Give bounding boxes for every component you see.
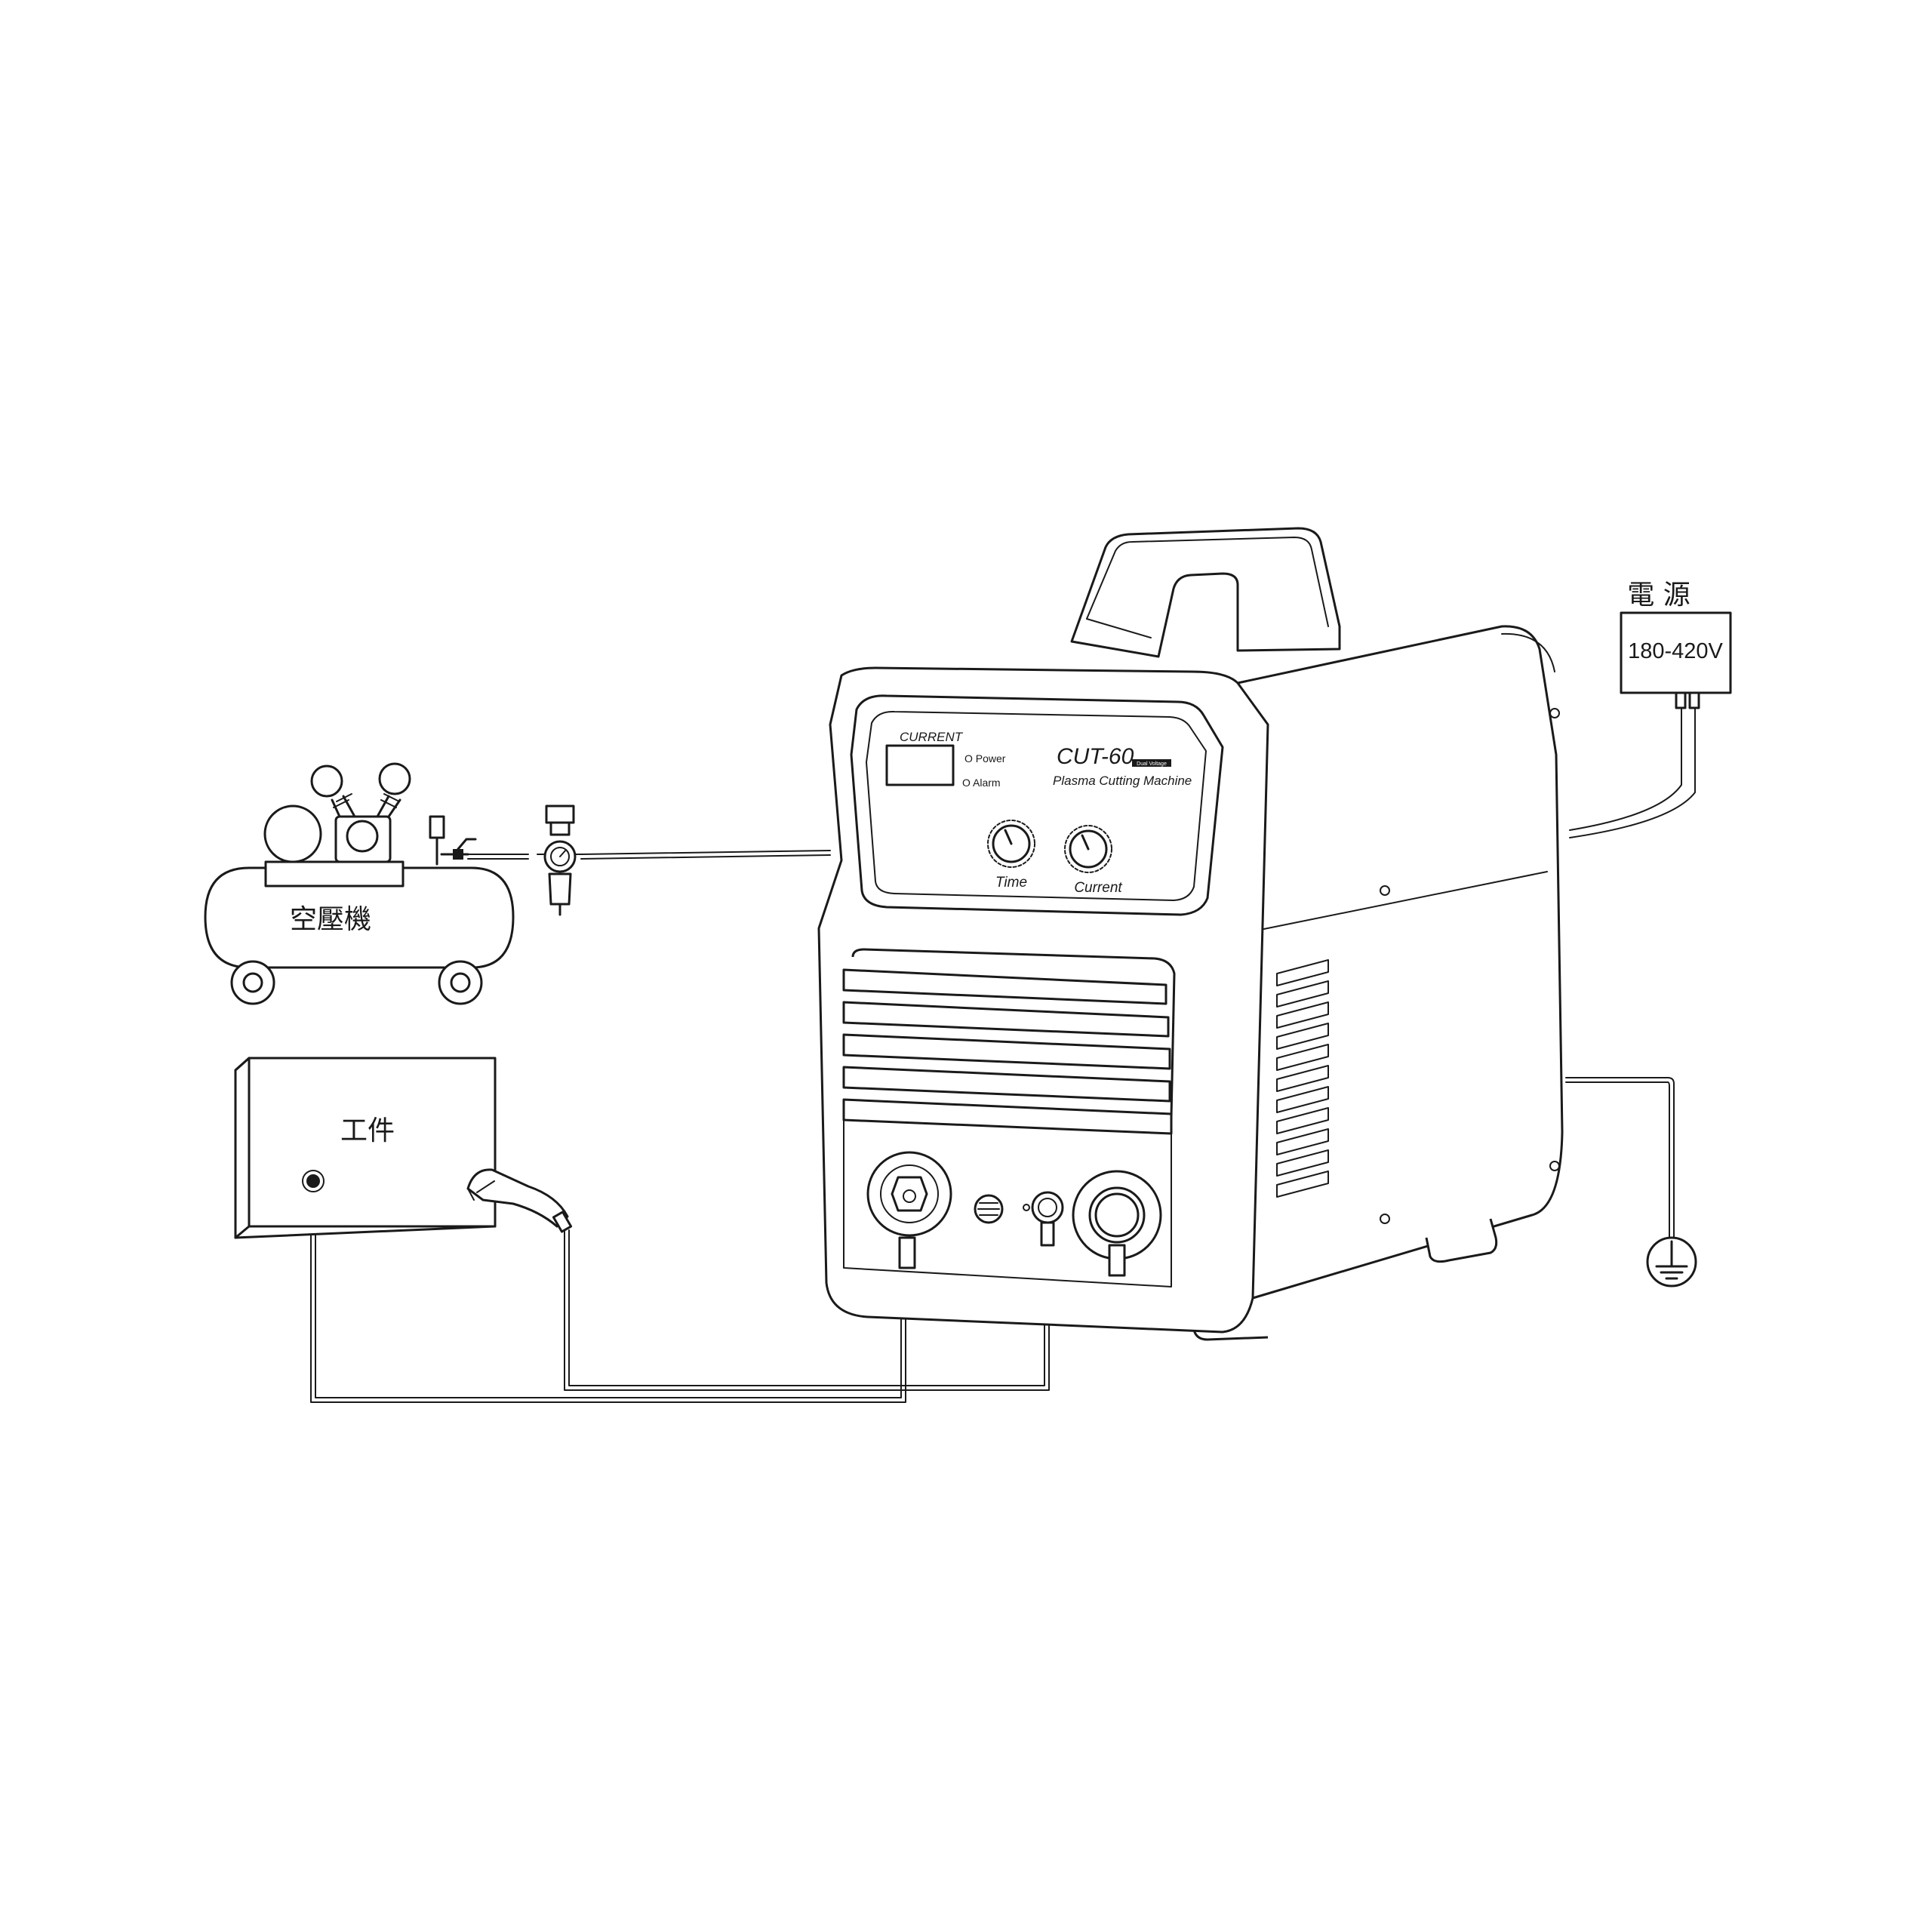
connection-lines bbox=[310, 705, 1696, 1403]
workpiece-label: 工件 bbox=[340, 1115, 395, 1146]
compressor-wheel-left bbox=[230, 960, 275, 1005]
filter-regulator bbox=[537, 804, 583, 916]
machine-subtitle: Plasma Cutting Machine bbox=[1053, 774, 1192, 788]
compressor-head-right bbox=[378, 762, 411, 795]
model-name: CUT-60 bbox=[1057, 744, 1134, 769]
compressor-label: 空壓機 bbox=[290, 904, 371, 935]
plasma-torch-icon bbox=[466, 1168, 573, 1233]
current-knob[interactable] bbox=[1064, 825, 1112, 873]
negative-terminal[interactable] bbox=[866, 1151, 952, 1269]
side-vent bbox=[1276, 959, 1329, 1198]
plasma-cutting-machine: CURRENT O Power O Alarm CUT-60 Dual Volt… bbox=[817, 527, 1564, 1341]
power-source-voltage: 180-420V bbox=[1628, 639, 1723, 663]
svg-text:Dual Voltage: Dual Voltage bbox=[1137, 761, 1167, 767]
air-compressor: 空壓機 bbox=[204, 762, 515, 1005]
time-knob-label: Time bbox=[995, 875, 1027, 891]
alarm-led-label: O Alarm bbox=[962, 777, 1001, 789]
current-heading: CURRENT bbox=[900, 730, 964, 744]
torch-output-terminal[interactable] bbox=[1072, 1170, 1162, 1277]
front-louvers bbox=[842, 948, 1176, 1135]
workpiece-block bbox=[234, 1057, 497, 1239]
rear-foot bbox=[1425, 1218, 1498, 1263]
filter-bowl bbox=[548, 872, 572, 906]
time-knob[interactable] bbox=[987, 820, 1035, 868]
ground-clamp-cable bbox=[310, 1184, 906, 1403]
air-hose-regulator-to-machine bbox=[580, 850, 831, 855]
power-led-label: O Power bbox=[964, 752, 1006, 764]
power-source-title: 電 源 bbox=[1627, 580, 1690, 611]
ground-symbol-icon bbox=[1646, 1236, 1697, 1287]
pilot-arc-connector[interactable] bbox=[974, 1194, 1004, 1224]
terminal-panel bbox=[843, 1119, 1172, 1287]
ball-valve bbox=[453, 849, 463, 860]
torch-switch-socket[interactable] bbox=[1023, 1191, 1064, 1247]
workpiece: 工件 bbox=[234, 1057, 573, 1239]
dual-voltage-badge bbox=[1132, 759, 1171, 767]
compressor-base-plate bbox=[264, 860, 405, 888]
compressor-wheel-right bbox=[438, 960, 483, 1005]
control-panel bbox=[850, 694, 1224, 916]
machine-side-panel bbox=[1236, 625, 1564, 1300]
power-source: 電 源 180-420V bbox=[1620, 580, 1732, 709]
power-source-box bbox=[1620, 611, 1732, 694]
current-display bbox=[885, 744, 955, 786]
carry-handle bbox=[1070, 527, 1341, 658]
power-cable bbox=[1569, 705, 1682, 831]
compressor-head-left bbox=[310, 764, 343, 798]
ground-clamp-icon bbox=[306, 1174, 320, 1188]
pressure-switch bbox=[429, 815, 445, 839]
compressor-motor bbox=[263, 804, 322, 863]
earth-wire bbox=[1565, 1077, 1675, 1238]
current-knob-label: Current bbox=[1074, 880, 1122, 896]
valve-handle bbox=[457, 838, 477, 851]
